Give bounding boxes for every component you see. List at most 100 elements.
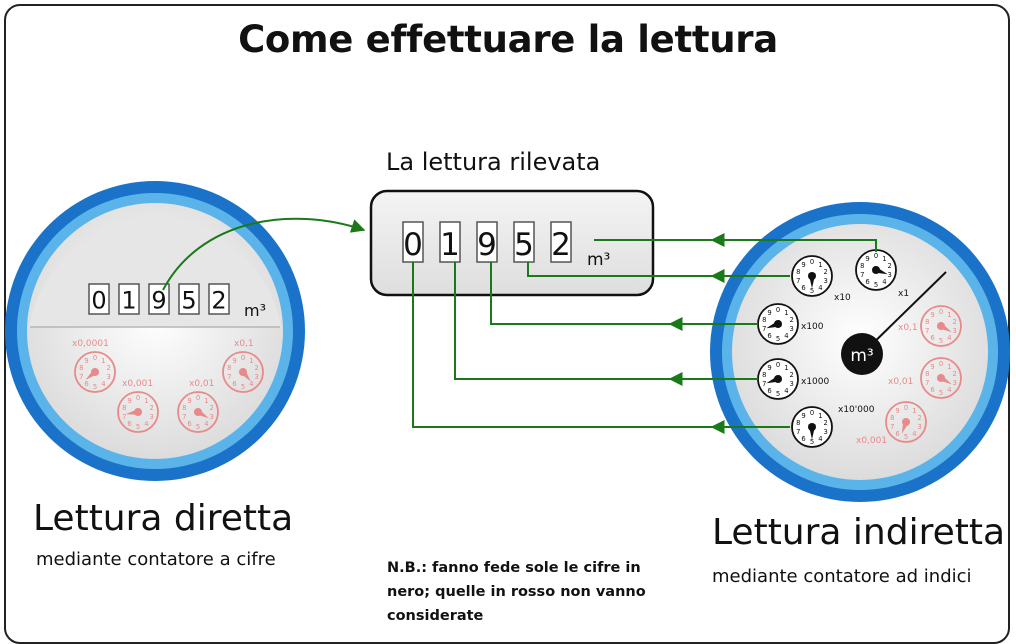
svg-text:5: 5 [776,335,780,343]
indirect-black-dial-x1000-label: x1000 [801,377,830,387]
svg-text:6: 6 [930,386,934,394]
svg-text:5: 5 [810,438,814,446]
svg-text:2: 2 [888,262,892,270]
svg-text:7: 7 [796,277,800,285]
svg-text:8: 8 [890,414,894,422]
svg-text:2: 2 [150,404,154,412]
svg-text:6: 6 [84,380,88,388]
svg-text:3: 3 [888,271,892,279]
svg-text:4: 4 [204,420,208,428]
svg-text:0: 0 [904,404,908,412]
reading-digit-box [476,221,498,263]
svg-text:2: 2 [953,318,957,326]
svg-text:6: 6 [801,435,805,443]
connector-arrows [162,217,877,434]
line-digit-5 [594,239,877,252]
svg-text:7: 7 [762,380,766,388]
svg-text:6: 6 [930,334,934,342]
svg-text:0: 0 [939,360,943,368]
svg-text:1: 1 [101,357,105,365]
reading-box-frame [369,189,655,297]
svg-text:8: 8 [796,268,800,276]
svg-text:3: 3 [150,413,154,421]
direct-meter-digit-box [88,283,110,315]
svg-text:2: 2 [953,370,957,378]
svg-text:7: 7 [762,325,766,333]
direct-meter-digit-box [118,283,140,315]
svg-text:9: 9 [187,397,191,405]
svg-text:0: 0 [810,258,814,266]
indirect-black-dial-x100-label: x100 [801,322,824,332]
direct-meter-digit: 9 [151,287,166,315]
svg-text:0: 0 [196,394,200,402]
svg-text:8: 8 [925,318,929,326]
reading-digit: 1 [440,227,460,263]
svg-text:7: 7 [796,428,800,436]
line-digit-1 [412,262,790,428]
svg-text:8: 8 [762,316,766,324]
svg-text:6: 6 [895,430,899,438]
svg-text:7: 7 [122,413,126,421]
svg-text:8: 8 [860,262,864,270]
svg-text:9: 9 [767,364,771,372]
svg-text:9: 9 [865,255,869,263]
svg-text:0: 0 [776,306,780,314]
svg-text:2: 2 [824,268,828,276]
direct-meter-digit: 2 [211,287,226,315]
svg-text:1: 1 [144,397,148,405]
svg-text:2: 2 [210,404,214,412]
svg-text:1: 1 [249,357,253,365]
note-text: N.B.: fanno fede sole le cifre in nero; … [387,560,646,624]
svg-text:1: 1 [947,363,951,371]
svg-text:9: 9 [930,363,934,371]
reading-digit: 9 [477,227,497,263]
svg-text:3: 3 [953,327,957,335]
svg-text:5: 5 [939,389,943,397]
indirect-meter-subcaption: mediante contatore ad indici [712,566,972,587]
svg-text:7: 7 [890,423,894,431]
direct-meter-subcaption: mediante contatore a cifre [36,549,276,570]
svg-text:1: 1 [912,407,916,415]
svg-text:6: 6 [127,420,131,428]
indirect-red-dial-2-label: x0,01 [888,377,913,387]
svg-text:0: 0 [810,409,814,417]
reading-digit-box [550,221,572,263]
indirect-black-dial-x10-label: x10 [834,293,851,303]
svg-text:2: 2 [824,419,828,427]
svg-text:3: 3 [255,373,259,381]
svg-text:3: 3 [790,380,794,388]
svg-text:2: 2 [790,316,794,324]
svg-text:2: 2 [255,364,259,372]
direct-red-dial-3-label: x0,001 [122,379,153,389]
svg-text:6: 6 [187,420,191,428]
svg-text:4: 4 [947,334,951,342]
svg-text:9: 9 [84,357,88,365]
svg-text:2: 2 [790,371,794,379]
direct-red-dial-4-label: x0,01 [189,379,214,389]
svg-text:4: 4 [912,430,916,438]
svg-text:9: 9 [801,261,805,269]
direct-meter-digit-unit: m³ [244,301,266,320]
reading-digit-box [513,221,535,263]
indirect-red-dial-3-label: x0,001 [856,436,887,446]
reading-digit: 0 [403,227,423,263]
svg-text:9: 9 [232,357,236,365]
svg-text:4: 4 [784,387,788,395]
svg-text:5: 5 [776,390,780,398]
reading-digit-unit: m³ [587,250,610,270]
svg-text:8: 8 [79,364,83,372]
